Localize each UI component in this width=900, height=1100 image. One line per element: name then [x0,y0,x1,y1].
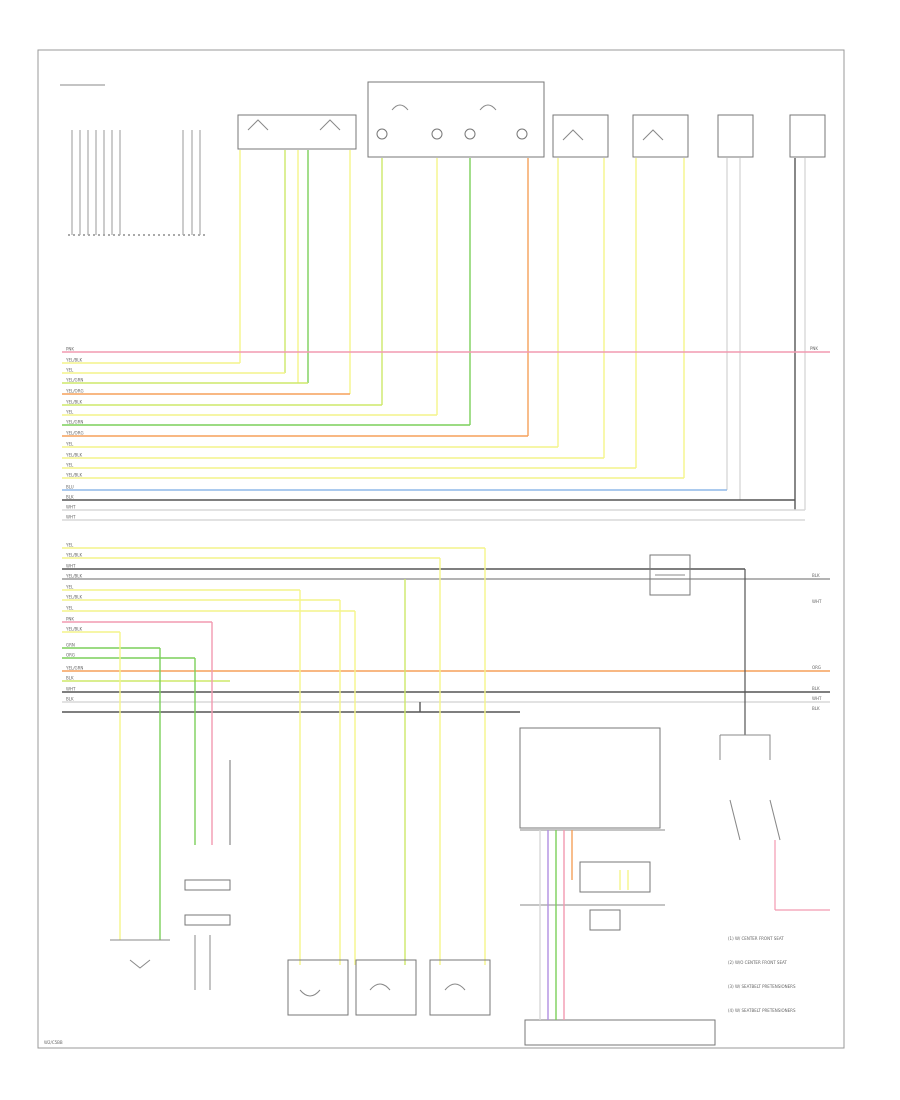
top-bus-label-16: WHT [66,515,76,520]
seatbelt-buckle-switch [719,734,830,911]
inflator-curve-3 [444,983,466,991]
top-bus-label-13: BLU [66,485,74,490]
inflator-curve-2 [369,983,391,991]
squib-1-icon [376,128,388,140]
legend-item-3: (4) W/ SEATBELT PRETENSIONERS [728,1008,796,1013]
airbag-control-module-bottom [519,727,716,1046]
mid-bus-wires [62,547,830,713]
top-bus-label-4: YEL/ORG [65,389,84,394]
top-bus-label-3: YEL/GRN [65,378,83,383]
right-label-wht-2: WHT [812,696,822,701]
top-feeder-wires [239,150,806,510]
top-bus-label-7: YEL/GRN [65,420,83,425]
left-side-curtain-airbag-box [552,114,609,158]
right-label-blk-3: BLK [812,706,820,711]
top-pnk-label: PNK [810,346,818,351]
footer-code: W2/C5BB [44,1040,63,1045]
mid-bus-label-11: YEL/GRN [65,666,83,671]
right-label-wht-1: WHT [812,599,822,604]
top-bus-label-15: WHT [66,505,76,510]
airbag-module-connector-top-left [60,84,205,236]
front-impact-sensor-left-box [789,114,826,158]
mid-bus-label-14: BLK [66,697,74,702]
squib-2-icon [431,128,443,140]
right-label-blk-1: BLK [812,573,820,578]
mid-bus-label-13: WHT [66,687,76,692]
module-bottom-wires [539,830,629,1020]
mid-bus-label-9: GRN [66,643,75,648]
mid-bus-label-7: PNK [66,617,74,622]
mid-bus-label-5: YEL/BLK [65,595,83,600]
top-bus-labels: PNK YEL/BLK YEL YEL/GRN YEL/ORG YEL/BLK YEL YEL… [65,347,84,520]
steering-wheel-clock-spring-box [367,81,545,158]
top-bus-label-5: YEL/BLK [65,400,83,405]
top-bus-label-1: YEL/BLK [65,358,83,363]
legend-item-2: (3) W/ SEATBELT PRETENSIONERS [728,984,796,989]
front-passenger-occupant-sensor [184,879,231,990]
right-side-airbag-sensor-box [237,114,357,150]
sensor-symbol-3 [642,129,664,141]
top-bus-label-11: YEL [65,463,74,468]
mid-bus-labels: YEL YEL/BLK WHT YEL/BLK YEL YEL/BLK YEL PNK YEL/… [65,543,83,702]
front-impact-sensor-right-box [717,114,754,158]
top-bus-label-10: YEL/BLK [65,453,83,458]
front-passenger-airbag-box [287,959,349,1016]
mid-bus-label-8: YEL/BLK [65,627,83,632]
top-bus-wires [62,351,830,521]
mid-down-wires [119,548,486,965]
airbag-inflator-symbol [391,104,497,111]
right-label-org: ORG [812,665,821,670]
diagram-frame [37,49,845,1049]
legend-item-1: (2) W/O CENTER FRONT SEAT [728,960,787,965]
top-bus-label-8: YEL/ORG [65,431,84,436]
right-side-curtain-airbag-box [632,114,689,158]
squib-3-icon [464,128,476,140]
top-bus-label-12: YEL/BLK [65,473,83,478]
mid-bus-label-3: YEL/BLK [65,574,83,579]
sensor-symbol-2 [562,129,584,141]
mid-bus-label-12: BLK [66,676,74,681]
mid-bus-label-4: YEL [65,585,74,590]
squib-4-icon [516,128,528,140]
mid-bus-label-0: YEL [65,543,74,548]
mid-bus-label-10: ORG [66,653,75,658]
top-bus-label-14: BLK [66,495,74,500]
front-center-airbag-sensor [110,939,170,969]
inflator-curve-1 [299,989,321,997]
mid-bus-label-2: WHT [66,564,76,569]
legend: (1) W/ CENTER FRONT SEAT (2) W/O CENTER F… [728,936,796,1013]
right-label-blk-2: BLK [812,686,820,691]
front-passenger-pretensioner-box [355,959,417,1016]
driver-pretensioner-box [429,959,491,1016]
top-bus-label-6: YEL [65,410,74,415]
mid-bus-label-6: YEL [65,606,74,611]
top-bus-label-2: YEL [65,368,74,373]
top-bus-label-0: PNK [66,347,74,352]
sensor-symbol [247,119,341,131]
top-bus-label-9: YEL [65,442,74,447]
mid-bus-label-1: YEL/BLK [65,553,83,558]
legend-item-0: (1) W/ CENTER FRONT SEAT [728,936,784,941]
driver-seatbelt-switch [649,554,746,735]
